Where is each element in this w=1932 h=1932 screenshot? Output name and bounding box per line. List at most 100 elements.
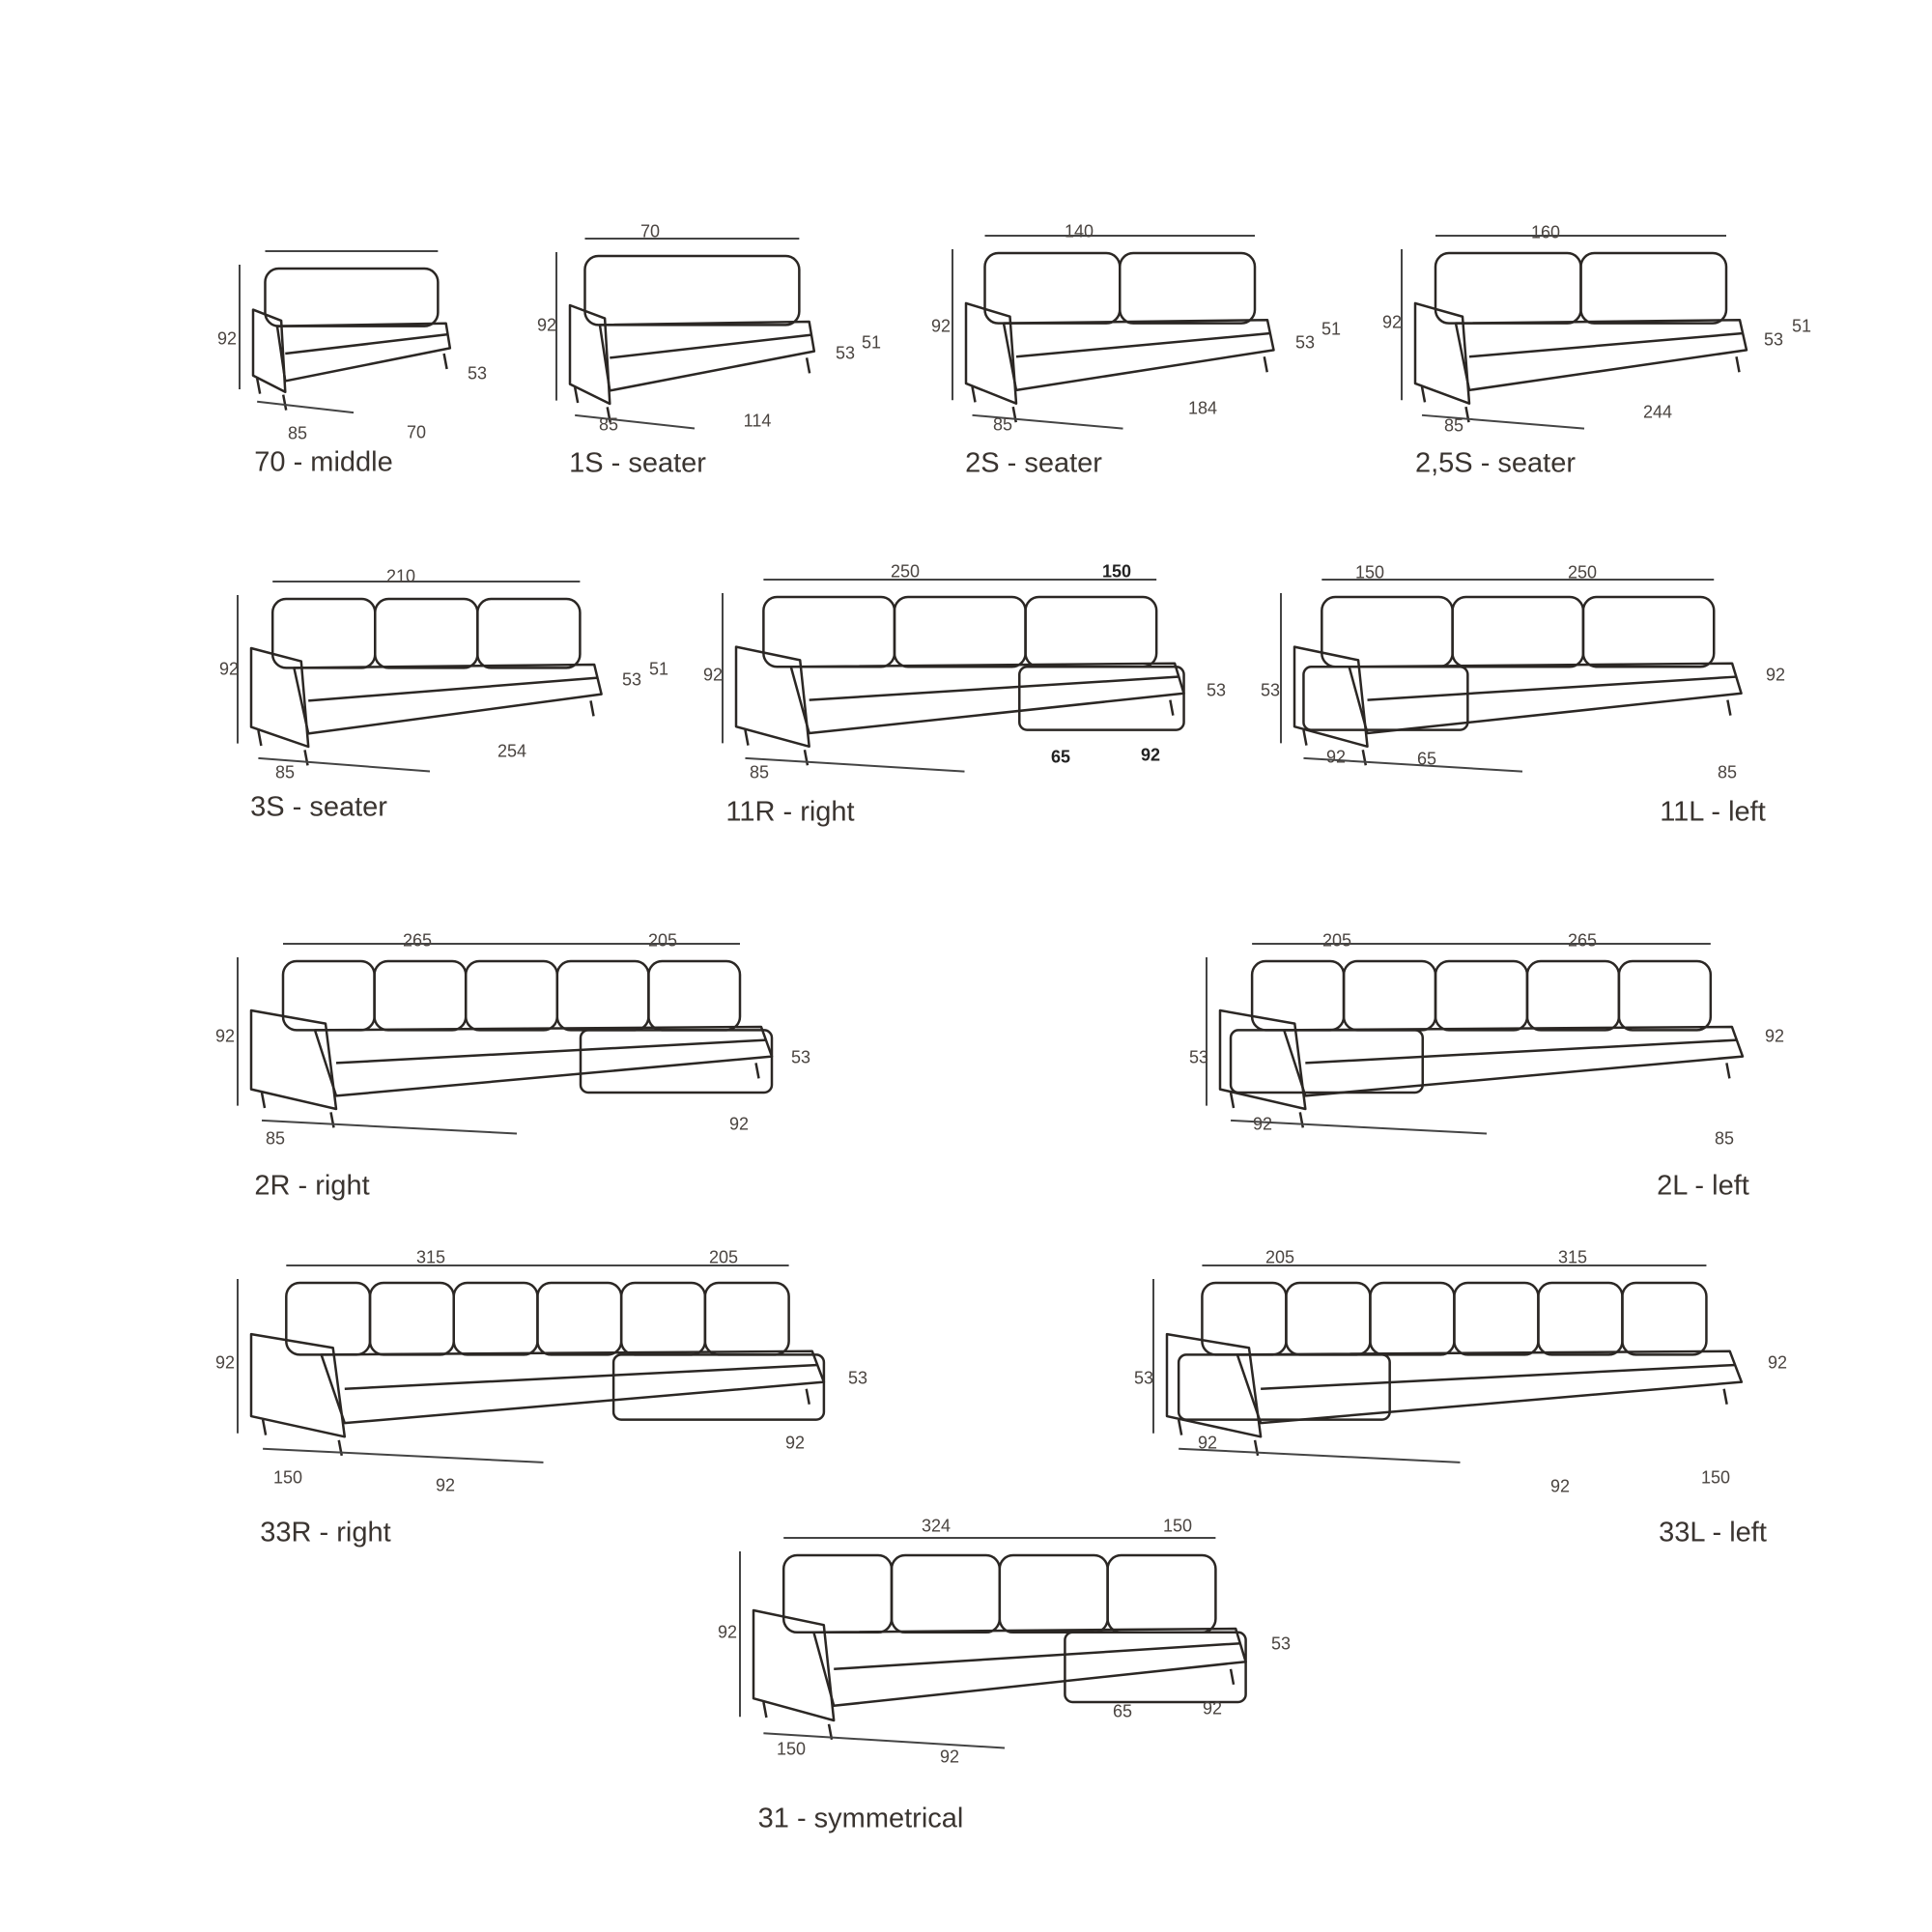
dim-gap: 65 bbox=[1416, 749, 1437, 769]
dim-arm-height: 51 bbox=[861, 332, 882, 353]
sofa-2s-leg bbox=[971, 386, 977, 403]
module-label-33l: 33L - left bbox=[1659, 1517, 1767, 1548]
dim-arm-height: 51 bbox=[648, 659, 669, 679]
dim-height: 92 bbox=[214, 1352, 236, 1373]
dim-arm-height: 51 bbox=[1791, 316, 1812, 336]
sofa-33r-back-cushion bbox=[368, 1281, 455, 1356]
sofa-11r-seat-line bbox=[809, 675, 1179, 701]
sofa-2-5s-back-cushion bbox=[1434, 251, 1582, 325]
dim-main-width: 250 bbox=[1567, 562, 1598, 582]
sofa-2r-leg bbox=[260, 1092, 267, 1109]
sofa-33l-back-cushion bbox=[1285, 1281, 1372, 1356]
dim-seat-height: 53 bbox=[835, 343, 856, 363]
dim-chaise-depth: 92 bbox=[1252, 1114, 1273, 1134]
sofa-2s-seat bbox=[1002, 318, 1275, 392]
sofa-2s-seat-line bbox=[1015, 331, 1271, 358]
sofa-3s-back-cushion bbox=[476, 597, 582, 669]
dim-width: 114 bbox=[743, 411, 772, 431]
sofa-33l-back-cushion bbox=[1537, 1281, 1624, 1356]
sofa-1s-leg bbox=[805, 357, 811, 374]
sofa-3s-back-cushion bbox=[374, 597, 479, 669]
dim-depth: 85 bbox=[274, 762, 296, 782]
sofa-1s-seat-line bbox=[610, 333, 812, 359]
dim-width: 70 bbox=[406, 422, 427, 442]
sofa-33r-back-cushion bbox=[285, 1281, 372, 1356]
dim-height: 92 bbox=[1764, 1026, 1785, 1046]
module-label-2s: 2S - seater bbox=[965, 447, 1102, 479]
sofa-2l-seat bbox=[1282, 1025, 1745, 1097]
dim-width: 254 bbox=[497, 741, 527, 761]
module-label-2-5s: 2,5S - seater bbox=[1414, 447, 1577, 479]
sofa-33l-back-cushion bbox=[1201, 1281, 1288, 1356]
sofa-2r-back-cushion bbox=[555, 959, 650, 1032]
dim-main-width: 315 bbox=[415, 1247, 446, 1267]
dim-depth: 85 bbox=[1714, 1128, 1735, 1149]
sofa-70-arm bbox=[251, 308, 287, 394]
sofa-3s-seat bbox=[293, 663, 603, 735]
dim-chaise-width: 205 bbox=[647, 930, 678, 951]
dim-main-width: 265 bbox=[402, 930, 433, 951]
module-label-11l: 11L - left bbox=[1660, 796, 1766, 828]
dim-height: 92 bbox=[930, 316, 952, 336]
dim-depth: 85 bbox=[287, 423, 308, 443]
sofa-33l-chaise bbox=[1177, 1353, 1391, 1421]
sofa-2l-arm bbox=[1218, 1009, 1307, 1111]
sofa-2r-chaise bbox=[579, 1029, 774, 1094]
sofa-11r-depth-arrow bbox=[745, 756, 965, 773]
sofa-2l-leg bbox=[1725, 1063, 1731, 1079]
dim-chaise-width: 150 bbox=[1101, 561, 1132, 582]
sofa-33r-arm bbox=[249, 1332, 347, 1438]
sofa-31-back-cushion bbox=[890, 1553, 1002, 1634]
dim-height: 92 bbox=[702, 665, 724, 685]
sofa-11l-chaise bbox=[1302, 665, 1469, 731]
sofa-2l-leg bbox=[1229, 1092, 1236, 1109]
dim-depth: 85 bbox=[749, 762, 770, 782]
sofa-3s-seat-line bbox=[308, 676, 598, 702]
sofa-33r-leg bbox=[261, 1419, 268, 1435]
sofa-3s-leg bbox=[257, 729, 263, 747]
sofa-2r-depth-arrow bbox=[261, 1119, 518, 1135]
dim-left-width: 92 bbox=[939, 1747, 960, 1767]
dim-chaise-depth: 92 bbox=[1140, 745, 1161, 765]
dim-height: 92 bbox=[214, 1026, 236, 1046]
sofa-2l-chaise bbox=[1229, 1029, 1425, 1094]
dim-gap: 65 bbox=[1050, 747, 1071, 767]
sofa-33l-leg bbox=[1177, 1419, 1183, 1435]
sofa-11l-leg bbox=[1726, 699, 1732, 716]
dim-left-width: 92 bbox=[435, 1475, 456, 1495]
sofa-1s-seat bbox=[598, 320, 816, 392]
dim-arm-height: 51 bbox=[1321, 319, 1342, 339]
dim-seat-height: 53 bbox=[1270, 1634, 1292, 1654]
sofa-2s-depth-arrow bbox=[972, 413, 1123, 430]
dim-height: 92 bbox=[218, 659, 240, 679]
sofa-1s-arm bbox=[568, 303, 611, 406]
sofa-2s-back-cushion bbox=[983, 251, 1122, 325]
sofa-3s-leg bbox=[589, 700, 595, 717]
sofa-11r-leg bbox=[744, 729, 750, 746]
sofa-2-5s-leg bbox=[1420, 386, 1427, 403]
dim-height: 92 bbox=[1381, 312, 1403, 332]
dim-main-width: 324 bbox=[921, 1516, 952, 1536]
dim-seat-width: 140 bbox=[1064, 221, 1094, 242]
sofa-11l-arm bbox=[1293, 645, 1369, 749]
sofa-33r-seat-line bbox=[344, 1363, 818, 1390]
sofa-2l-depth-arrow bbox=[1230, 1119, 1488, 1135]
dim-depth: 85 bbox=[1717, 762, 1738, 782]
dim-seat-height: 53 bbox=[621, 669, 642, 690]
dim-height: 92 bbox=[536, 315, 557, 335]
sofa-1s-back-cushion bbox=[583, 254, 801, 327]
dim-chaise-depth: 92 bbox=[1325, 747, 1347, 767]
sofa-31-back-cushion bbox=[1106, 1553, 1217, 1634]
dim-left-depth: 150 bbox=[776, 1739, 807, 1759]
sofa-2l-back-cushion bbox=[1342, 959, 1437, 1032]
sofa-11l-depth-arrow bbox=[1303, 756, 1523, 773]
dim-right-depth: 150 bbox=[1700, 1467, 1731, 1488]
sofa-33l-leg bbox=[1722, 1388, 1728, 1405]
sofa-2l-leg bbox=[1298, 1112, 1305, 1128]
dim-seat-height: 53 bbox=[1133, 1368, 1154, 1388]
sofa-2r-back-cushion bbox=[373, 959, 468, 1032]
dim-height: 92 bbox=[216, 328, 238, 349]
dim-chaise-width: 150 bbox=[1162, 1516, 1193, 1536]
sofa-2s-back-cushion bbox=[1119, 251, 1257, 325]
